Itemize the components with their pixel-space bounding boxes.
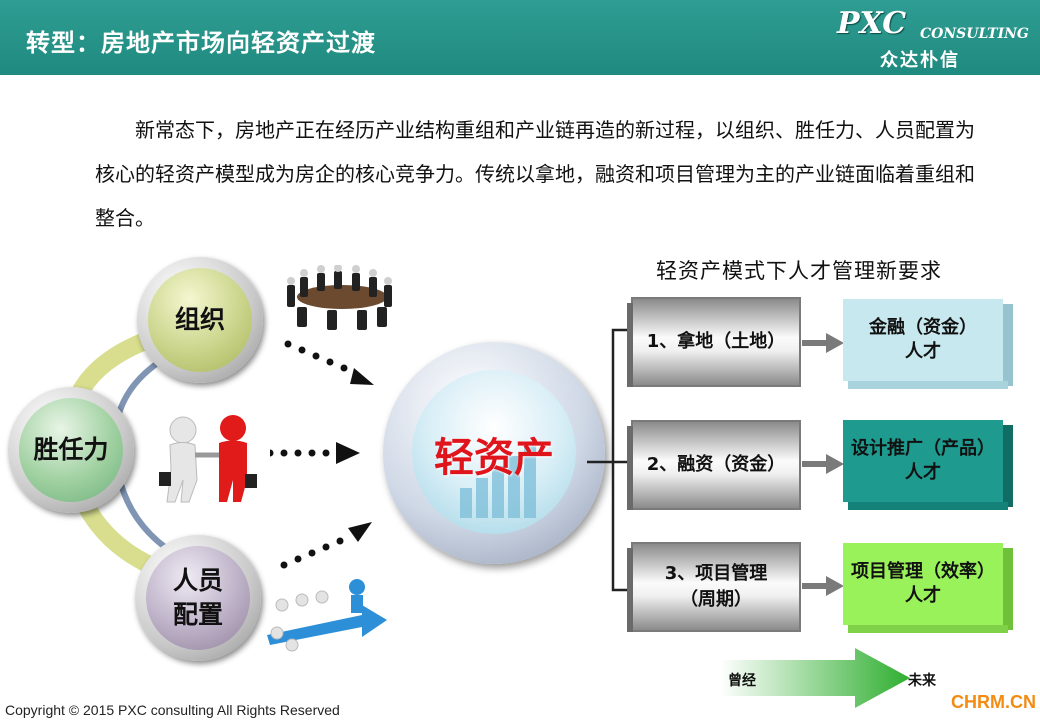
intro-paragraph: 新常态下，房地产正在经历产业结构重组和产业链再造的新过程，以组织、胜任力、人员配… <box>95 118 975 230</box>
logo-sub-text: CONSULTING <box>920 26 1029 42</box>
dotted-arrows <box>270 340 374 569</box>
team-arrow-image <box>267 579 387 652</box>
talent-box-project: 项目管理（效率） 人才 <box>843 543 1013 633</box>
stage-financing-label: 2、融资（资金） <box>646 454 786 475</box>
talent-project-line2: 人才 <box>905 585 941 606</box>
stage-project-label-line1: 3、项目管理 <box>664 563 768 584</box>
stage-box-financing: 2、融资（资金） <box>627 420 801 510</box>
talent-finance-line2: 人才 <box>905 341 941 362</box>
center-label: 轻资产 <box>434 435 554 481</box>
arrow-head-top <box>350 368 374 385</box>
logo-main-text: PXC <box>837 6 907 41</box>
page-title: 转型：房地产市场向轻资产过渡 <box>26 29 376 57</box>
talent-box-finance: 金融（资金） 人才 <box>843 299 1013 389</box>
timeline-future-label: 未来 <box>908 673 936 689</box>
organization-label: 组织 <box>174 305 225 334</box>
staffing-label-line1: 人员 <box>172 566 223 595</box>
bar-graphic <box>460 446 536 518</box>
center-circle <box>412 370 576 534</box>
chrm-watermark: CHRM.CN <box>951 692 1036 712</box>
requirements-title: 轻资产模式下人才管理新要求 <box>656 259 942 283</box>
stage-talent-arrows <box>802 333 844 596</box>
talent-design-line2: 人才 <box>905 462 941 483</box>
handshake-image <box>159 415 257 503</box>
timeline-arrow <box>720 648 910 708</box>
talent-box-design: 设计推广（产品） 人才 <box>843 420 1013 510</box>
arrow-head-middle <box>336 442 360 464</box>
talent-finance-line1: 金融（资金） <box>869 317 977 338</box>
pxc-logo: PXC CONSULTING 众达朴信 <box>825 0 1040 75</box>
organization-circle: 组织 <box>148 268 252 372</box>
arrow-head-bottom <box>348 522 372 542</box>
copyright-text: Copyright © 2015 PXC consulting All Righ… <box>5 702 340 718</box>
staffing-circle: 人员 配置 <box>146 546 250 650</box>
timeline-past-label: 曾经 <box>728 673 756 689</box>
staffing-label-line2: 配置 <box>172 600 223 629</box>
competency-label: 胜任力 <box>33 435 109 464</box>
logo-chinese-text: 众达朴信 <box>880 50 960 71</box>
stage-land-label: 1、拿地（土地） <box>646 331 786 352</box>
stage-project-label-line2: （周期） <box>680 589 752 610</box>
stage-box-project: 3、项目管理 （周期） <box>627 542 801 632</box>
stage-box-land: 1、拿地（土地） <box>627 297 801 387</box>
talent-project-line1: 项目管理（效率） <box>851 561 995 582</box>
talent-design-line1: 设计推广（产品） <box>851 438 995 459</box>
header-bar: 转型：房地产市场向轻资产过渡 PXC CONSULTING 众达朴信 <box>0 0 1040 75</box>
meeting-table-image <box>287 265 392 330</box>
competency-circle: 胜任力 <box>19 398 123 502</box>
